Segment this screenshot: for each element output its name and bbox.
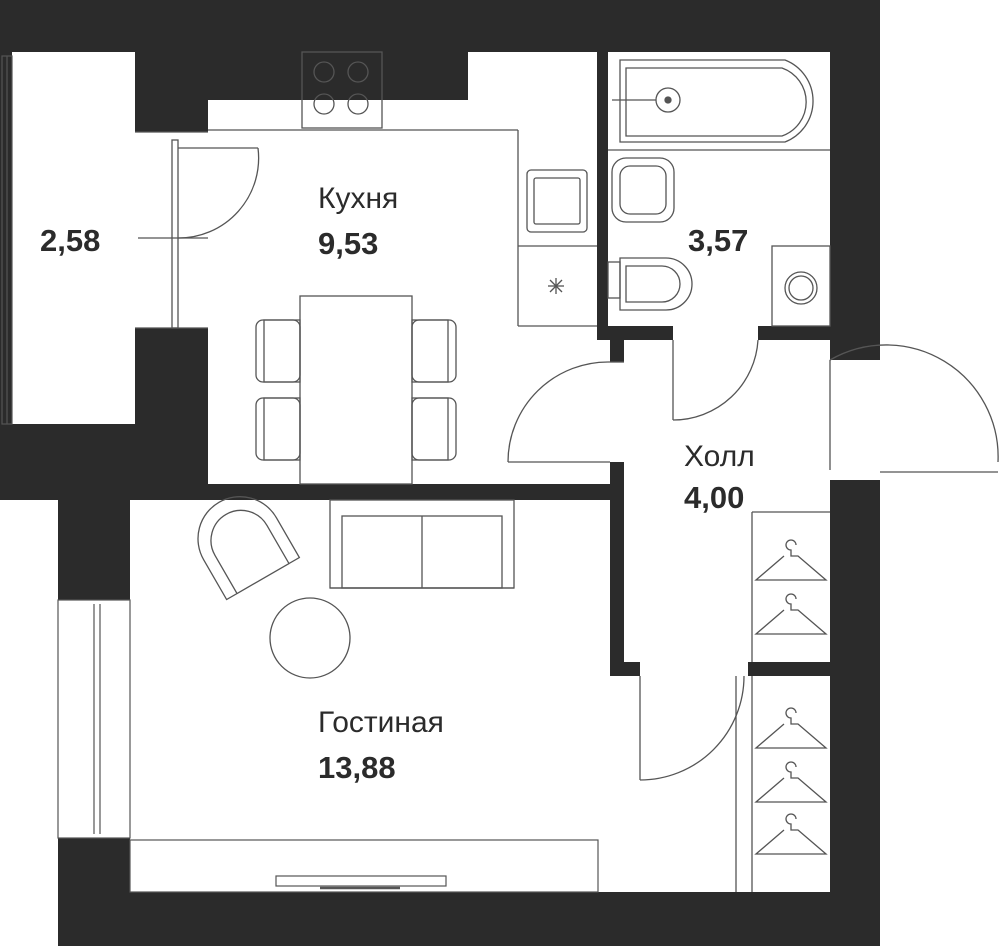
kitchen-west-wall-top [135,52,208,132]
dining-table [299,295,413,485]
hanger-icon [754,813,828,855]
hanger-icon [754,539,828,581]
toilet-icon [607,257,693,311]
hall-west-wall-top [610,340,624,362]
hall-closet-wall [610,662,640,676]
bathtub-icon [619,59,814,143]
windows [1,55,599,893]
kitchen-fixtures [135,51,597,485]
fridge-icon [548,278,564,294]
hanger-icon [754,593,828,635]
kitchen-west-wall-bottom [135,328,208,428]
bathroom-fixtures [607,59,831,327]
armchair-icon [197,496,301,601]
bath-south-wall-right [758,326,880,340]
kitchen-south-wall [208,484,618,500]
bath-south-wall-left [597,326,673,340]
chair-icon [255,397,301,461]
kitchen-area: 9,53 [318,226,379,261]
closet-divider-wall [748,662,838,676]
hall-west-wall [610,462,624,674]
south-wall [58,892,880,946]
washing-machine-icon [771,245,831,327]
hall-label: Холл [684,440,755,473]
bath-west-wall [597,52,608,340]
balcony-area: 2,58 [40,223,101,258]
stove-icon [301,51,383,129]
exterior-wall [0,0,880,360]
living-room-label: Гостиная [318,706,444,739]
east-wall-lower [830,480,880,946]
chair-icon [411,319,457,383]
washbasin-icon [611,157,675,223]
living-room-area: 13,88 [318,750,396,785]
hanger-icon [754,707,828,749]
living-fixtures [197,496,515,679]
hanger-icon [754,761,828,803]
chair-icon [255,319,301,383]
hall-fixtures [507,339,999,892]
hall-area: 4,00 [684,480,745,515]
walls [0,0,880,946]
living-west-wall-top [58,484,130,600]
chair-icon [411,397,457,461]
coffee-table-icon [269,597,351,679]
bathroom-area: 3,57 [688,223,749,258]
kitchen-label: Кухня [318,182,399,215]
balcony-left-wall [0,52,12,424]
sink-icon [526,169,588,233]
